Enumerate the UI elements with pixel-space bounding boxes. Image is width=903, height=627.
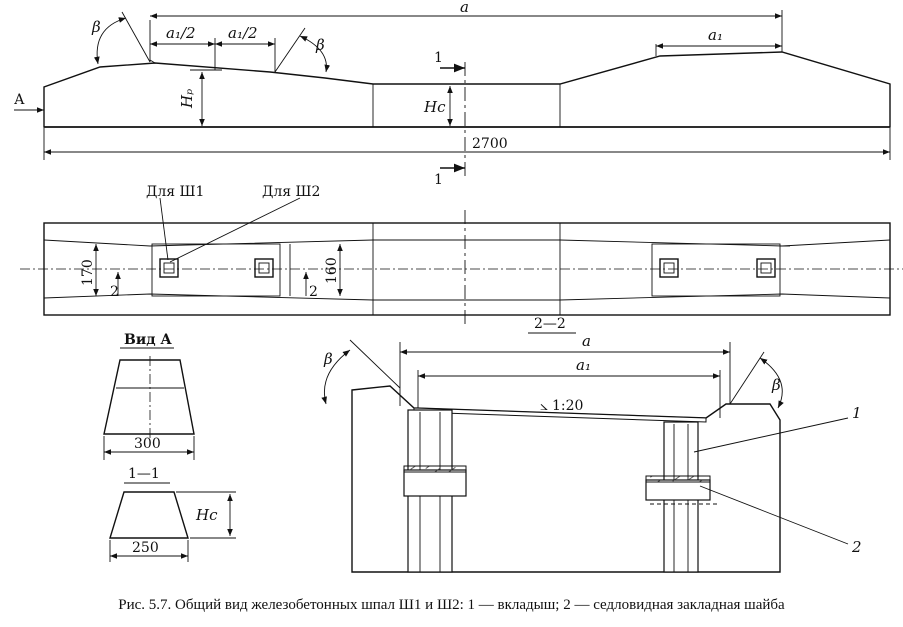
bolt-hole-sh2-right xyxy=(756,258,776,278)
seat-edge xyxy=(149,59,156,64)
label-for-sh2: Для Ш2 xyxy=(262,184,320,200)
label-a-section: a xyxy=(582,332,591,350)
callout-2: 2 xyxy=(851,538,862,556)
section-2-2-body xyxy=(351,385,781,573)
washer-right-top xyxy=(645,475,711,483)
seat-left xyxy=(151,243,281,297)
label-250: 250 xyxy=(132,540,159,556)
section-1-1-title: 1—1 xyxy=(128,466,160,482)
plan-view: Для Ш1 Для Ш2 170 2 160 2 2—2 xyxy=(20,184,903,334)
sleeper-drawing: a a₁/2 a₁/2 a₁ β β А Hₚ Hс 1 1 xyxy=(14,0,903,573)
label-160: 160 xyxy=(324,257,340,284)
label-section-2-2: 2—2 xyxy=(534,316,566,332)
view-a-outline xyxy=(103,359,195,435)
label-a1-half-1: a₁/2 xyxy=(166,24,196,42)
section-1-1: 1—1 Hс 250 xyxy=(109,466,236,562)
bolt-hole-sh1-left xyxy=(159,258,179,278)
angle-beta-section-right xyxy=(759,357,784,409)
section-1-1-shape xyxy=(109,491,189,539)
label-for-sh1: Для Ш1 xyxy=(146,184,204,200)
label-hc-top: Hс xyxy=(423,98,446,116)
washer-left-top xyxy=(403,465,467,473)
label-a1-top: a₁ xyxy=(708,26,723,44)
label-beta-section-right: β xyxy=(771,376,781,394)
section-mark-bottom: 1 xyxy=(434,172,443,188)
angle-beta-left xyxy=(93,17,127,65)
angle-leg xyxy=(274,27,306,73)
plan-upper-contour xyxy=(43,239,891,247)
label-170: 170 xyxy=(80,259,96,286)
angle-leg xyxy=(729,351,765,405)
label-mark-2-left: 2 xyxy=(110,284,119,300)
angle-beta-right xyxy=(299,35,331,73)
section-2-2-detail: a a₁ ⦣ 1:20 β β 1 2 xyxy=(321,332,862,573)
sleeper-profile xyxy=(43,51,891,128)
angle-leg xyxy=(121,11,151,63)
section-mark-top: 1 xyxy=(434,50,443,66)
leader-callout-1 xyxy=(693,417,849,453)
leader-sh1 xyxy=(159,197,169,261)
view-a-title: Вид А xyxy=(124,332,172,348)
seat-right xyxy=(651,243,781,297)
leader-callout-2 xyxy=(699,485,849,545)
label-slope-symbol: ⦣ xyxy=(540,398,548,414)
label-hp: Hₚ xyxy=(178,89,196,109)
leader-sh2 xyxy=(169,197,301,263)
label-a1-section: a₁ xyxy=(576,356,591,374)
callout-1: 1 xyxy=(852,404,862,422)
label-hc-section: Hс xyxy=(195,506,218,524)
view-a: Вид А 300 xyxy=(103,332,195,460)
bolt-hole-sh2-left xyxy=(254,258,274,278)
label-mark-2-right: 2 xyxy=(309,284,318,300)
label-beta-right: β xyxy=(315,36,325,54)
bolt-hole-sh1-right xyxy=(659,258,679,278)
label-beta-left: β xyxy=(91,18,101,36)
plan-lower-contour xyxy=(43,293,891,301)
angle-beta-section-left xyxy=(321,349,351,405)
figure-caption: Рис. 5.7. Общий вид железобетонных шпал … xyxy=(118,597,785,613)
angle-leg xyxy=(349,339,401,389)
label-a: a xyxy=(460,0,469,16)
washer-left xyxy=(403,469,467,497)
label-300: 300 xyxy=(134,436,161,452)
label-length: 2700 xyxy=(472,136,508,152)
label-slope: 1:20 xyxy=(552,398,583,414)
label-a1-half-2: a₁/2 xyxy=(228,24,258,42)
label-beta-section-left: β xyxy=(323,350,333,368)
washer-right xyxy=(645,479,711,501)
side-elevation: a a₁/2 a₁/2 a₁ β β А Hₚ Hс 1 1 xyxy=(14,0,891,188)
view-a-label: А xyxy=(14,92,25,108)
